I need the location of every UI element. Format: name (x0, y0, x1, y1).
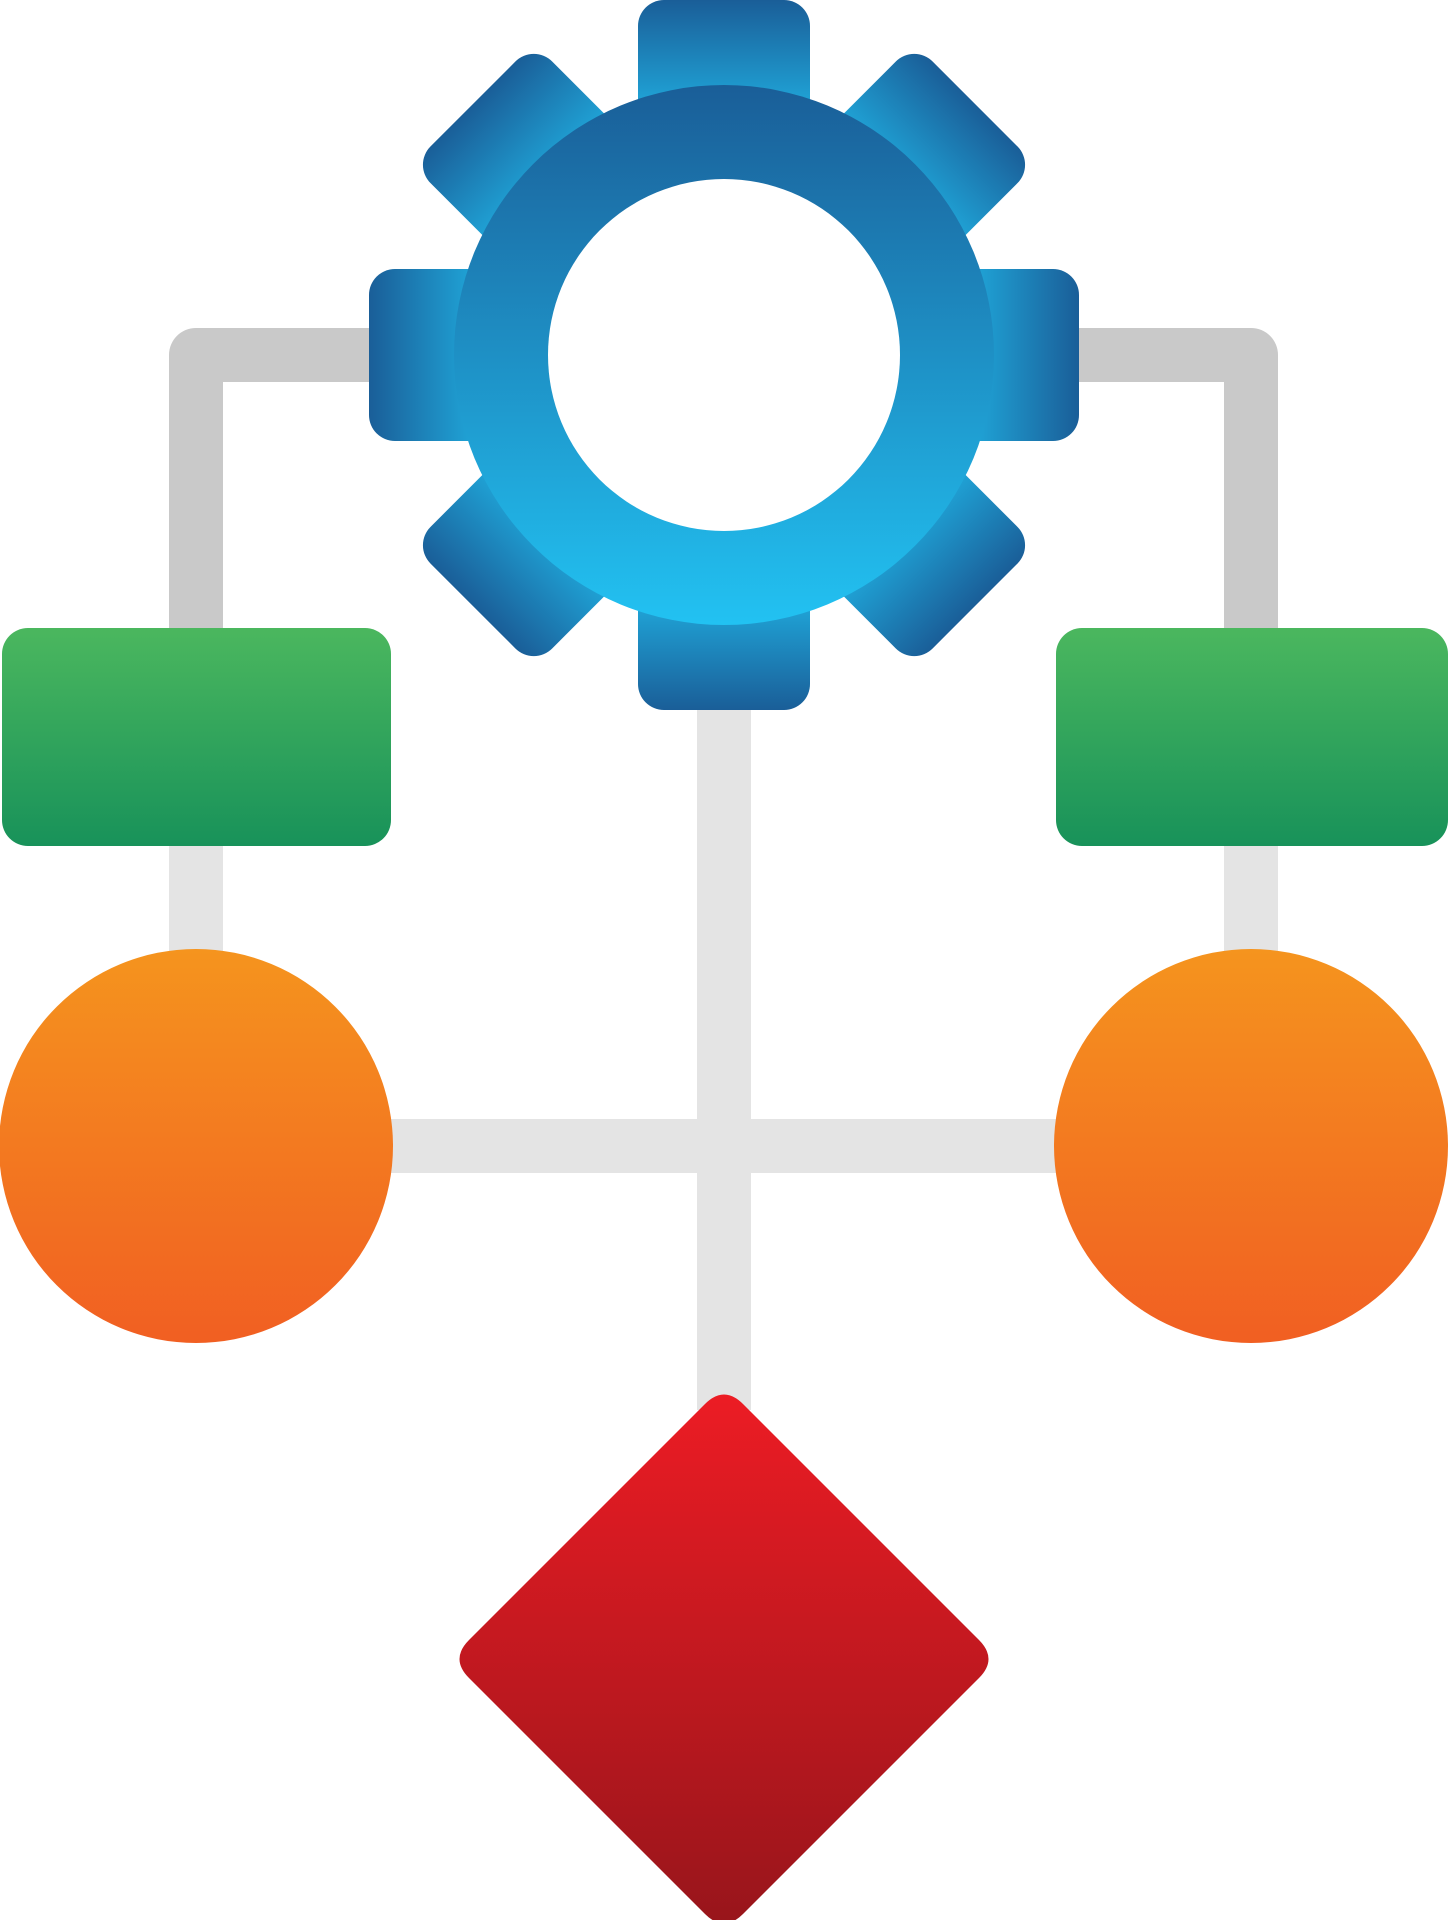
gear-hole (548, 179, 900, 531)
decision-diamond (459, 1394, 989, 1920)
process-box-left (2, 628, 391, 846)
lower-connectors (169, 700, 1278, 1410)
connector-gear-to-left-process (169, 328, 370, 635)
upper-connectors (169, 328, 1278, 635)
connector-gear-to-right-process (1078, 328, 1278, 635)
gear-icon (369, 0, 1079, 710)
terminal-circle-right (1054, 949, 1448, 1343)
terminal-circle-left (0, 949, 393, 1343)
process-box-right (1056, 628, 1448, 846)
